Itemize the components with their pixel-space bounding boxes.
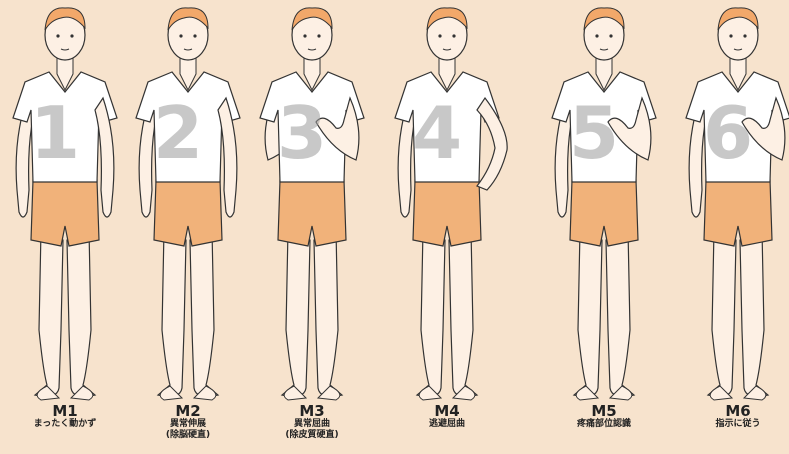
figure-m2: 2 xyxy=(136,8,240,400)
shorts xyxy=(704,180,772,246)
right-leg xyxy=(67,230,95,396)
score-overlay: 2 xyxy=(153,91,203,175)
sub-m2: (除脳硬直) xyxy=(128,430,248,440)
code-m2: M2 xyxy=(128,403,248,419)
label-m6: M6 指示に従う xyxy=(678,403,789,430)
shorts xyxy=(154,180,222,246)
label-m5: M5 疼痛部位認識 xyxy=(544,403,664,430)
right-eye xyxy=(609,34,612,37)
left-eye xyxy=(56,34,59,37)
desc-m5: 疼痛部位認識 xyxy=(544,419,664,430)
left-leg xyxy=(158,230,186,396)
shorts xyxy=(413,180,481,246)
left-eye xyxy=(595,34,598,37)
right-leg xyxy=(740,230,768,396)
code-m6: M6 xyxy=(678,403,789,419)
left-leg xyxy=(708,230,736,396)
left-eye xyxy=(179,34,182,37)
right-eye xyxy=(70,34,73,37)
desc-m3: 異常屈曲 xyxy=(252,419,372,430)
code-m3: M3 xyxy=(252,403,372,419)
right-eye xyxy=(743,34,746,37)
code-m4: M4 xyxy=(387,403,507,419)
right-leg xyxy=(190,230,218,396)
figure-m1: 1 xyxy=(13,8,117,400)
right-eye xyxy=(317,34,320,37)
score-overlay: 5 xyxy=(569,91,619,175)
sub-m3: (除皮質硬直) xyxy=(252,430,372,440)
shorts xyxy=(278,180,346,246)
score-overlay: 4 xyxy=(412,91,462,175)
figure-m4: 4 xyxy=(395,8,507,400)
left-leg xyxy=(574,230,602,396)
label-m4: M4 逃避屈曲 xyxy=(387,403,507,430)
right-arm-hip xyxy=(477,98,507,190)
code-m1: M1 xyxy=(5,403,125,419)
label-m1: M1 まったく動かず xyxy=(5,403,125,430)
label-m2: M2 異常伸展 (除脳硬直) xyxy=(128,403,248,440)
right-eye xyxy=(452,34,455,37)
left-leg xyxy=(417,230,445,396)
left-eye xyxy=(438,34,441,37)
desc-m1: まったく動かず xyxy=(5,419,125,430)
figure-m3: 3 xyxy=(260,8,364,400)
left-eye xyxy=(303,34,306,37)
label-m3: M3 異常屈曲 (除皮質硬直) xyxy=(252,403,372,440)
right-leg xyxy=(314,230,342,396)
right-leg xyxy=(606,230,634,396)
shorts xyxy=(570,180,638,246)
shorts xyxy=(31,180,99,246)
desc-m2: 異常伸展 xyxy=(128,419,248,430)
score-overlay: 3 xyxy=(277,91,327,175)
code-m5: M5 xyxy=(544,403,664,419)
score-overlay: 6 xyxy=(703,91,753,175)
right-eye xyxy=(193,34,196,37)
right-leg xyxy=(449,230,477,396)
left-eye xyxy=(729,34,732,37)
desc-m4: 逃避屈曲 xyxy=(387,419,507,430)
score-overlay: 1 xyxy=(30,91,80,175)
left-leg xyxy=(282,230,310,396)
figure-m5: 5 xyxy=(552,8,656,400)
left-leg xyxy=(35,230,63,396)
desc-m6: 指示に従う xyxy=(678,419,789,430)
figure-m6: 6 xyxy=(686,8,789,400)
